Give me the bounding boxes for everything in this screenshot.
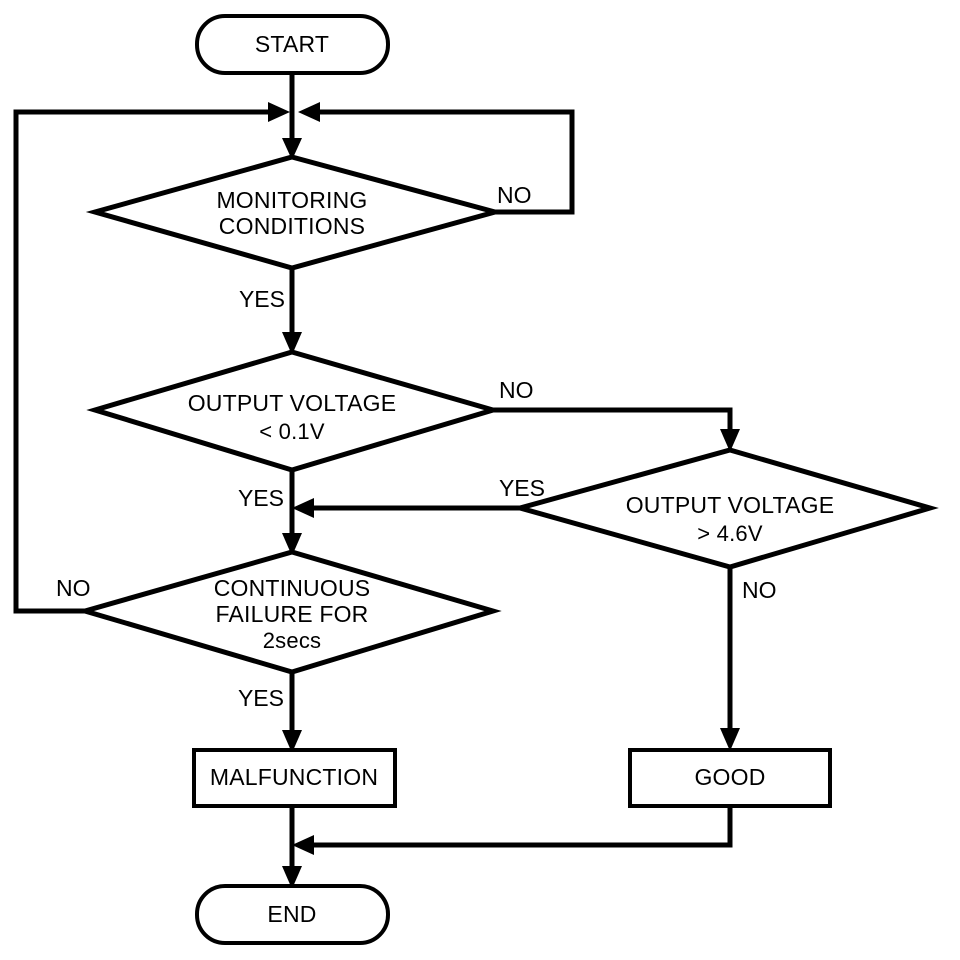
edge-monitoring-no-loopback — [312, 109, 575, 215]
arrowhead-voltage-low-yes — [282, 533, 302, 556]
node-continuous-failure-label-line1: CONTINUOUS — [214, 575, 371, 601]
node-good-label: GOOD — [694, 764, 765, 790]
node-output-voltage-low[interactable] — [86, 349, 502, 473]
edge-label-voltage-high-no: NO — [742, 577, 777, 603]
node-good[interactable] — [628, 748, 832, 808]
node-start[interactable] — [195, 14, 390, 75]
edge-label-continuous-yes: YES — [238, 685, 284, 711]
edge-label-voltage-low-no: NO — [499, 377, 534, 403]
edge-continuous-no-loopback — [13, 109, 276, 614]
edge-label-voltage-low-yes: YES — [238, 485, 284, 511]
edge-label-monitoring-yes: YES — [239, 286, 285, 312]
arrowhead-to-monitoring — [282, 138, 302, 160]
edge-label-monitoring-no: NO — [497, 182, 532, 208]
edge-label-voltage-high-yes: YES — [499, 475, 545, 501]
node-malfunction[interactable] — [192, 748, 397, 808]
node-monitoring-conditions-label-line2: CONDITIONS — [219, 213, 365, 239]
node-output-voltage-low-label-line1: OUTPUT VOLTAGE — [188, 390, 397, 416]
node-start-label: START — [255, 31, 329, 57]
node-output-voltage-high-label-line1: OUTPUT VOLTAGE — [626, 492, 835, 518]
edge-label-continuous-no: NO — [56, 575, 91, 601]
arrowhead-monitoring-no-loopback — [298, 102, 320, 122]
node-end-label: END — [267, 901, 316, 927]
node-monitoring-conditions-label-line1: MONITORING — [216, 187, 367, 213]
node-continuous-failure-label-line2: FAILURE FOR — [215, 601, 368, 627]
arrowhead-monitoring-yes — [282, 332, 302, 355]
arrowhead-continuous-yes — [282, 730, 302, 753]
arrowhead-continuous-no-loopback — [268, 102, 290, 122]
node-output-voltage-high-label-line2: > 4.6V — [697, 521, 763, 546]
arrowhead-good-to-merge — [292, 835, 314, 855]
node-malfunction-label: MALFUNCTION — [210, 764, 378, 790]
node-output-voltage-low-label-line2: < 0.1V — [259, 419, 325, 444]
node-continuous-failure[interactable] — [76, 549, 502, 675]
arrowhead-voltage-high-yes — [292, 498, 314, 518]
node-monitoring-conditions[interactable] — [85, 154, 505, 271]
arrowhead-voltage-high-no — [720, 728, 740, 751]
arrowhead-malfunction-to-end — [282, 866, 302, 889]
arrowhead-voltage-low-no — [720, 429, 740, 452]
edge-voltage-low-no — [493, 407, 733, 441]
node-continuous-failure-label-line3: 2secs — [263, 628, 321, 653]
edge-good-to-merge — [306, 806, 733, 848]
node-end[interactable] — [195, 884, 390, 945]
node-output-voltage-high[interactable] — [510, 447, 939, 570]
